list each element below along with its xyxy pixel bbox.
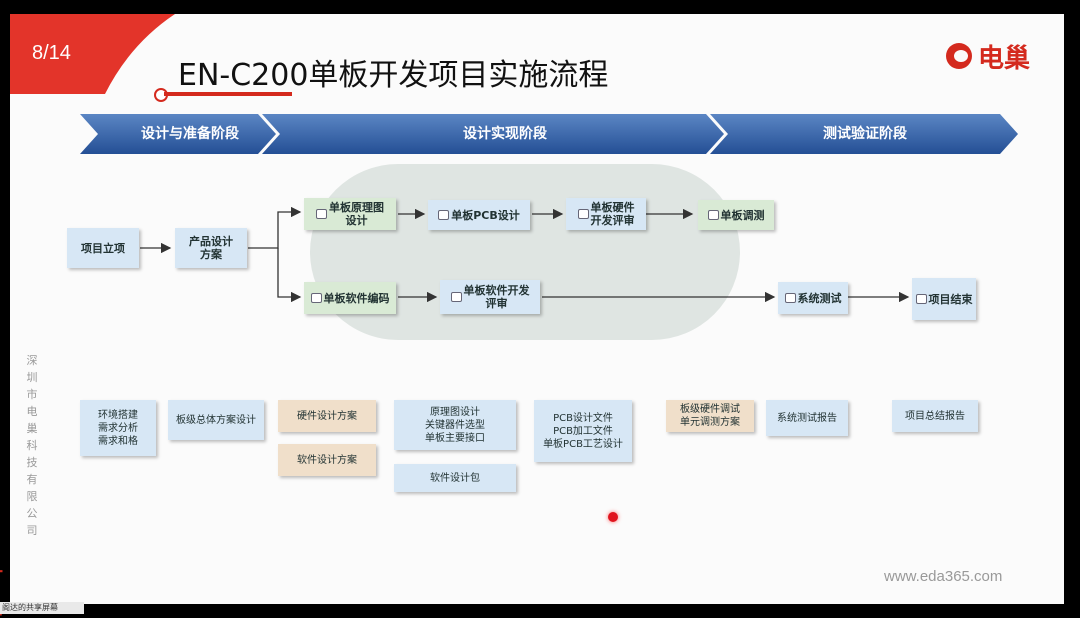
- document-icon: [577, 209, 589, 219]
- title-underline: [164, 92, 292, 96]
- deliverable-system-report: 系统测试报告: [766, 400, 848, 436]
- phase-banner: [80, 114, 1018, 154]
- page-badge: [10, 14, 175, 94]
- process-sw-coding-label: 单板软件编码: [323, 291, 390, 305]
- deliverable-board-hw-debug: 板级硬件调试 单元调测方案: [666, 400, 754, 432]
- deliverable-sw-plan: 软件设计方案: [278, 444, 376, 476]
- deliverable-board-overall: 板级总体方案设计: [168, 400, 264, 440]
- deliverable-schematic-docs: 原理图设计 关键器件选型 单板主要接口: [394, 400, 516, 450]
- deliverable-pcb-docs: PCB设计文件 PCB加工文件 单板PCB工艺设计: [534, 400, 632, 462]
- process-system-test: 系统测试: [778, 282, 848, 314]
- process-product-design-label: 产品设计 方案: [189, 235, 233, 261]
- screen-share-tag: 阁达的共享屏幕: [0, 602, 84, 614]
- process-board-debug: 单板调测: [698, 200, 774, 230]
- phase-label-implementation: 设计实现阶段: [463, 126, 547, 142]
- process-project-end: 项目结束: [912, 278, 976, 320]
- process-project-start: 项目立项: [67, 228, 139, 268]
- document-icon: [450, 292, 462, 302]
- hand-icon: [915, 294, 927, 304]
- phase-label-design-prep: 设计与准备阶段: [141, 126, 239, 142]
- hand-icon: [784, 293, 796, 303]
- slide: 8/14 EN-C200单板开发项目实施流程 电巢 设计与准备阶段 设计实现阶段…: [10, 14, 1064, 604]
- logo-mark-icon: [946, 43, 972, 69]
- website-url: www.eda365.com: [884, 568, 1003, 585]
- company-logo: 电巢: [946, 38, 1030, 74]
- process-project-start-label: 项目立项: [81, 241, 125, 255]
- logo-text: 电巢: [978, 43, 1031, 74]
- process-schematic-label: 单板原理图 设计: [329, 201, 384, 227]
- slide-title: EN-C200单板开发项目实施流程: [178, 58, 609, 93]
- document-icon: [316, 209, 327, 219]
- process-hw-review: 单板硬件 开发评审: [566, 198, 646, 230]
- document-icon: [438, 210, 450, 220]
- deliverable-env-setup: 环境搭建 需求分析 需求和格: [80, 400, 156, 456]
- process-system-test-label: 系统测试: [797, 291, 842, 305]
- deliverable-sw-package: 软件设计包: [394, 464, 516, 492]
- flow-connectors: [140, 206, 910, 303]
- process-sw-review-label: 单板软件开发 评审: [463, 284, 530, 310]
- gear-icon: [310, 293, 322, 303]
- phase-chevron-2: [262, 114, 724, 154]
- process-hw-review-label: 单板硬件 开发评审: [590, 201, 635, 227]
- process-project-end-label: 项目结束: [928, 292, 973, 306]
- deliverable-hw-plan: 硬件设计方案: [278, 400, 376, 432]
- page-number: 8/14: [32, 42, 71, 64]
- deliverable-summary-report: 项目总结报告: [892, 400, 978, 432]
- process-board-debug-label: 单板调测: [720, 208, 765, 222]
- process-pcb-design-label: 单板PCB设计: [451, 208, 520, 222]
- process-product-design: 产品设计 方案: [175, 228, 247, 268]
- process-schematic: 单板原理图 设计: [304, 198, 396, 230]
- phase-label-verification: 测试验证阶段: [823, 126, 907, 142]
- process-sw-coding: 单板软件编码: [304, 282, 396, 314]
- hand-icon: [707, 210, 719, 220]
- company-name-vertical: 深圳市电巢科技有限公司: [26, 354, 38, 537]
- process-pcb-design: 单板PCB设计: [428, 200, 530, 230]
- laser-pointer-dot: [608, 512, 618, 522]
- phase-chevron-1: [80, 114, 276, 154]
- phase-chevron-3: [710, 114, 1018, 154]
- process-sw-review: 单板软件开发 评审: [440, 280, 540, 314]
